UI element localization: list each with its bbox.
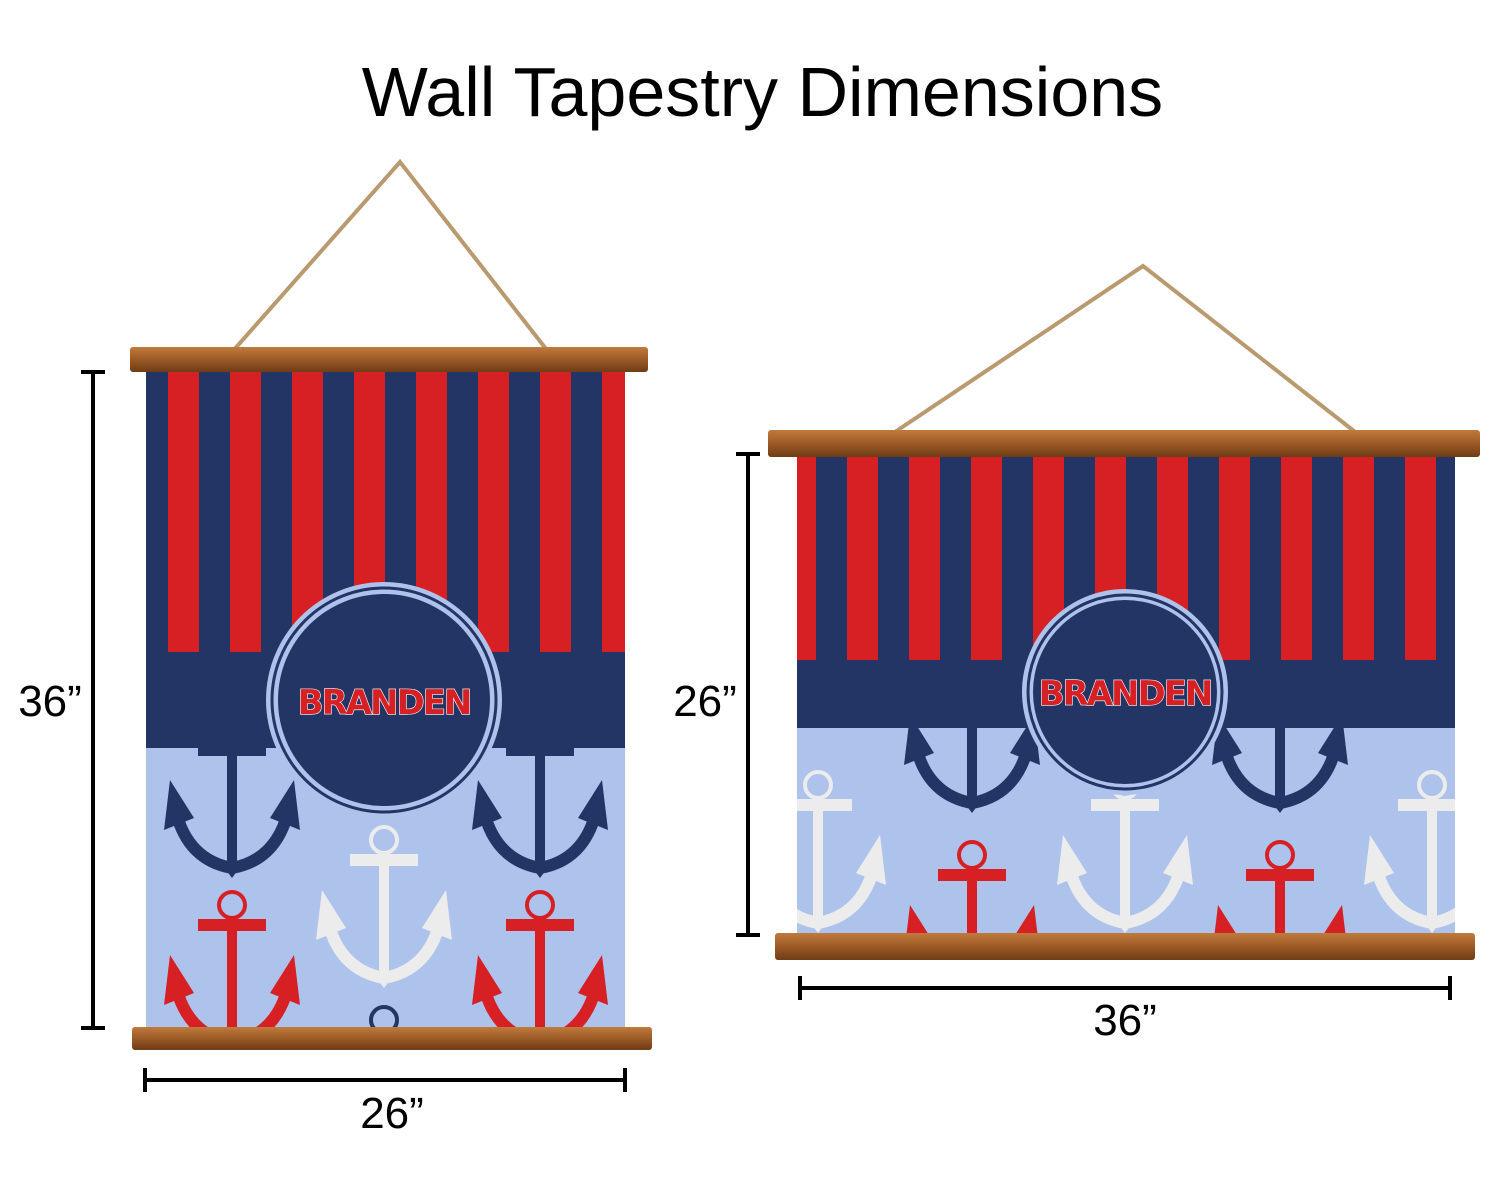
portrait-height-dimension [81,370,105,1030]
top-dowel [768,430,1480,457]
landscape-width-label: 36” [1093,996,1157,1045]
red-stripes [797,455,1436,660]
landscape-width-dimension [798,976,1452,1000]
fabric: BRANDEN [797,455,1455,935]
page-title: Wall Tapestry Dimensions [361,53,1164,131]
name-text: BRANDEN [298,683,471,723]
top-dowel [130,347,648,372]
hanging-rope [878,263,1370,444]
portrait-height-label: 36” [18,677,82,726]
portrait-tapestry: BRANDEN [130,158,652,1050]
bottom-dowel [132,1027,652,1050]
fabric: BRANDEN [146,372,625,1028]
name-text: BRANDEN [1039,674,1212,714]
landscape-height-label: 26” [673,677,737,726]
bottom-dowel [775,933,1475,960]
landscape-tapestry: BRANDEN [768,263,1480,960]
portrait-width-label: 26” [360,1089,424,1138]
portrait-width-dimension [143,1068,627,1092]
hanging-rope [230,158,552,356]
landscape-height-dimension [736,452,760,937]
